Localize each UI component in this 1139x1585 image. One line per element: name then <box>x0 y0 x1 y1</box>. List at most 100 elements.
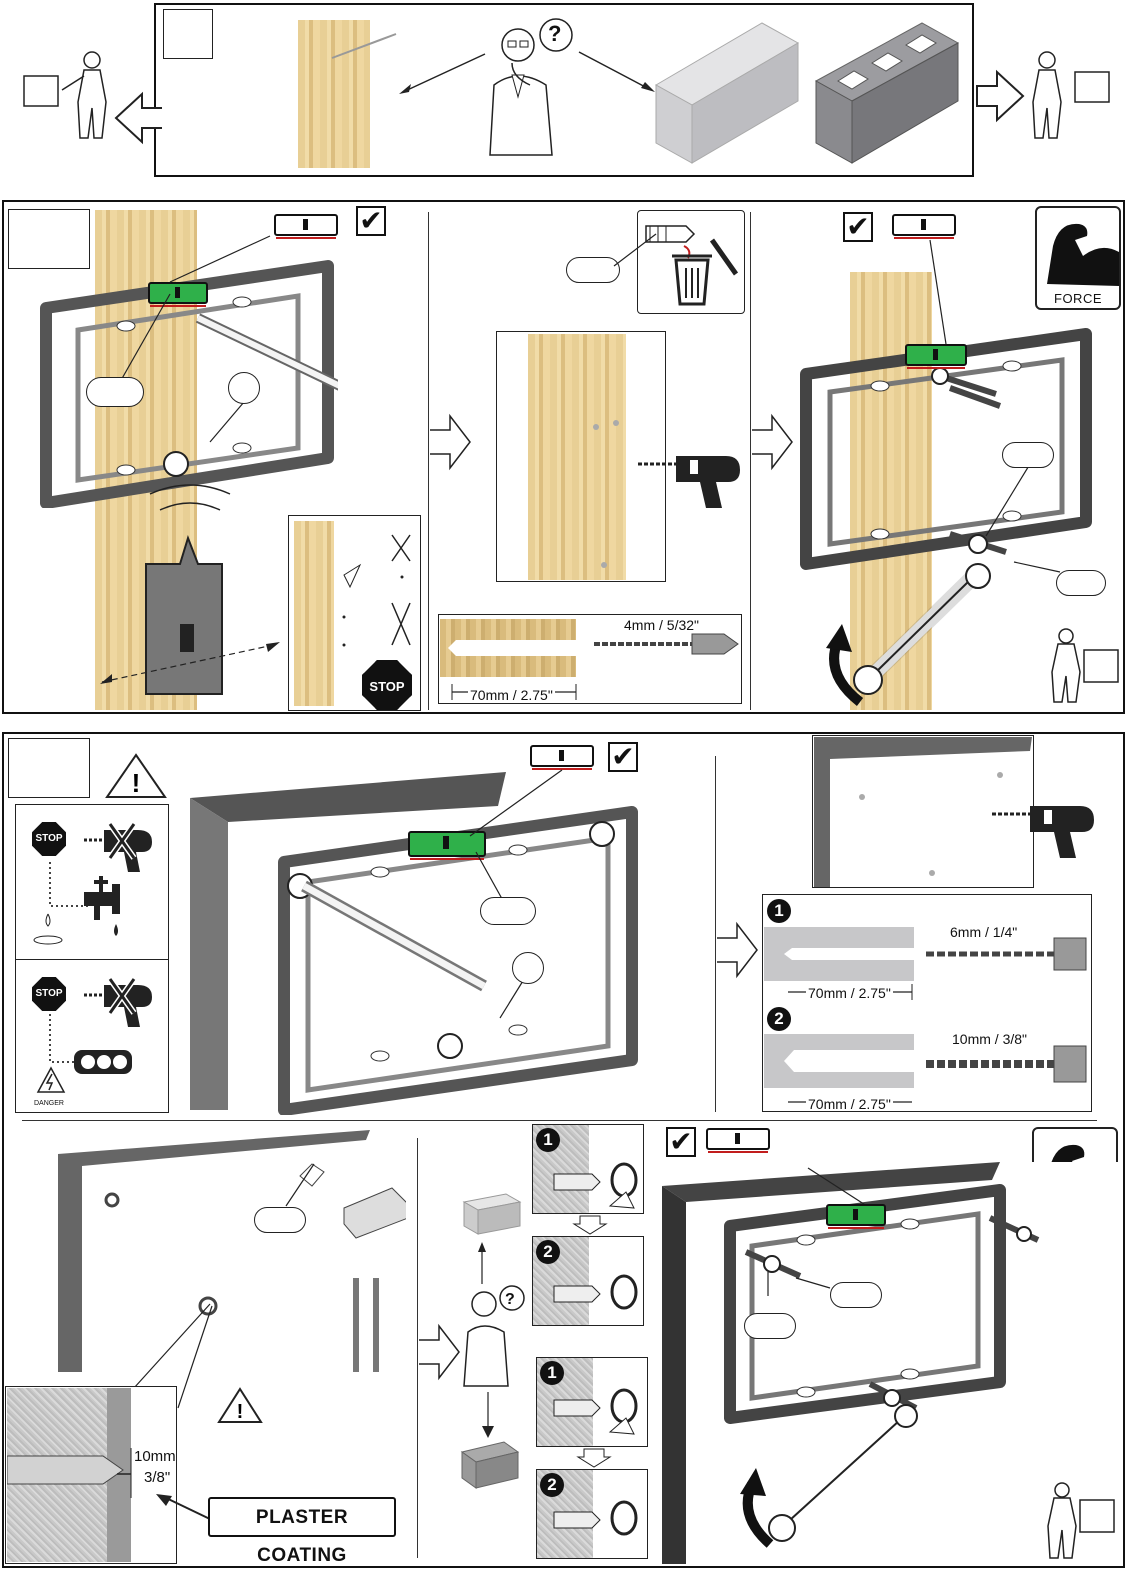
spirit-level-icon-col1 <box>274 214 338 239</box>
final-mount-scene <box>662 1162 1120 1564</box>
spirit-level-icon-final-bracket <box>826 1204 886 1229</box>
thinking-man-icon-small <box>463 1242 525 1387</box>
plaster-coating-badge: PLASTER COATING <box>208 1497 396 1566</box>
stop-sign-icon-wire: STOP <box>32 977 66 1011</box>
wood-drill-depth: 70mm / 2.75" <box>468 687 555 703</box>
callout-leader-col2 <box>613 233 657 267</box>
warning-triangle-icon-concrete: ! <box>105 753 167 798</box>
callout-part-a-final <box>830 1282 882 1308</box>
section-number-box-concrete <box>8 738 90 798</box>
step-arrow-1 <box>430 413 471 471</box>
stud-finder-icon <box>145 484 231 695</box>
stop-sign-icon-wood: STOP <box>362 660 412 710</box>
callout-plug <box>254 1207 306 1233</box>
person-carrying-box-icon-right <box>976 51 1110 139</box>
step-badge-one: 1 <box>767 899 791 923</box>
plaster-arrow <box>156 1494 213 1521</box>
concrete-wall-corner <box>814 737 1032 887</box>
arrow-to-concrete <box>578 51 655 92</box>
concrete-bit-size-1: 6mm / 1/4" <box>950 924 1018 940</box>
callout-part-a-concrete <box>480 897 536 925</box>
bracket-column-1 <box>40 260 338 508</box>
check-mark-icon-final: ✔ <box>666 1127 696 1157</box>
concrete-depth-hole-1 <box>784 948 916 960</box>
no-drill-pipe-icon <box>84 822 152 872</box>
drill-icon-concrete <box>992 806 1094 858</box>
anchor-step-one-solid: 1 <box>536 1128 560 1152</box>
concrete-drill-bit-2 <box>926 1045 1087 1083</box>
divider-anchor <box>417 1138 418 1558</box>
thinking-man-icon <box>489 18 573 156</box>
concrete-wall-bracket-scene <box>190 772 638 1115</box>
concrete-drill-depth-1: 70mm / 2.75" <box>806 985 893 1001</box>
wood-stud-wrong-panel <box>294 521 334 706</box>
drill-icon-wood <box>638 456 740 508</box>
callout-leader-col1 <box>119 235 271 443</box>
arrow-to-wood <box>399 53 486 94</box>
flexed-arm-icon <box>1047 223 1119 286</box>
person-carrying-box-icon-left <box>23 51 162 145</box>
force-badge-wood: FORCE <box>1035 206 1121 310</box>
anchor-step-arrow-1 <box>572 1215 608 1235</box>
spirit-level-icon-concrete <box>530 745 594 770</box>
wood-drill-bit-size: 4mm / 5/32" <box>624 617 699 633</box>
solid-concrete-block-image <box>654 22 800 164</box>
spirit-level-icon-col1-bracket <box>148 282 208 307</box>
wood-depth-hole <box>448 640 578 656</box>
stop-label: STOP <box>369 679 405 694</box>
electric-danger-icon <box>36 1066 66 1093</box>
check-mark-icon-col3: ✔ <box>843 212 873 242</box>
section-number-box-top <box>163 9 213 59</box>
hazard-divider <box>15 959 169 960</box>
check-mark-icon-concrete: ✔ <box>608 742 638 772</box>
divider-concrete <box>715 756 716 1112</box>
callout-leader-col3 <box>929 239 1061 573</box>
spirit-level-icon-final <box>706 1128 770 1153</box>
step-badge-two: 2 <box>767 1007 791 1031</box>
callout-part-b-col1 <box>228 372 260 404</box>
person-carrying-box-icon-final <box>1047 1482 1115 1559</box>
callout-part-b-col3 <box>1056 570 1106 596</box>
solid-brick-icon <box>462 1193 522 1235</box>
warning-triangle-icon-plaster: ! <box>217 1387 263 1423</box>
callout-leader-concrete <box>469 769 563 1019</box>
concrete-drill-bit-1 <box>926 937 1087 971</box>
cross-marks <box>342 534 411 647</box>
svg-text:!: ! <box>132 768 141 798</box>
concrete-bit-size-2: 10mm / 3/8" <box>952 1031 1027 1047</box>
check-mark-icon-col1: ✔ <box>356 206 386 236</box>
spirit-level-icon-col3 <box>892 214 956 239</box>
water-pipe-icon <box>33 862 120 945</box>
anchor-step-two-solid: 2 <box>536 1240 560 1264</box>
divider-1 <box>428 212 429 710</box>
question-mark-icon-small: ? <box>505 1291 515 1308</box>
danger-label: DANGER <box>34 1100 64 1107</box>
electrical-socket-icon <box>49 1014 132 1074</box>
step-arrow-2 <box>752 413 793 471</box>
bracket-column-3 <box>800 328 1092 570</box>
wall-with-plugs-scene <box>58 1130 406 1372</box>
anchor-step-one-hollow: 1 <box>540 1361 564 1385</box>
section-number-box-wood <box>8 209 90 269</box>
anchor-plug-icons <box>553 1162 638 1536</box>
concrete-inner-divider <box>22 1120 1097 1121</box>
concrete-drill-depth-2: 70mm / 2.75" <box>806 1096 893 1112</box>
callout-leader-plug <box>285 1163 315 1207</box>
wrench-icon-wood <box>826 563 991 706</box>
wood-drill-bit-icon <box>594 633 739 655</box>
stop-label-pipe: STOP <box>35 833 63 844</box>
step-arrow-4 <box>419 1323 460 1381</box>
step-arrow-3 <box>717 921 758 979</box>
arrow-down-to-hollow <box>482 1392 494 1438</box>
plaster-depth-line1: 10mm <box>134 1448 176 1465</box>
anchor-step-two-hollow: 2 <box>540 1473 564 1497</box>
hollow-concrete-block-image <box>814 22 960 164</box>
stop-sign-icon-pipe: STOP <box>32 822 66 856</box>
anchor-step-arrow-2 <box>576 1448 612 1468</box>
spirit-level-icon-col3-bracket <box>905 344 967 369</box>
question-mark-icon: ? <box>548 21 562 46</box>
force-label: FORCE <box>1054 291 1102 306</box>
stop-label-wire: STOP <box>35 988 63 999</box>
callout-part-a-col3 <box>1002 442 1054 468</box>
plaster-plug-diagram <box>7 1388 132 1562</box>
